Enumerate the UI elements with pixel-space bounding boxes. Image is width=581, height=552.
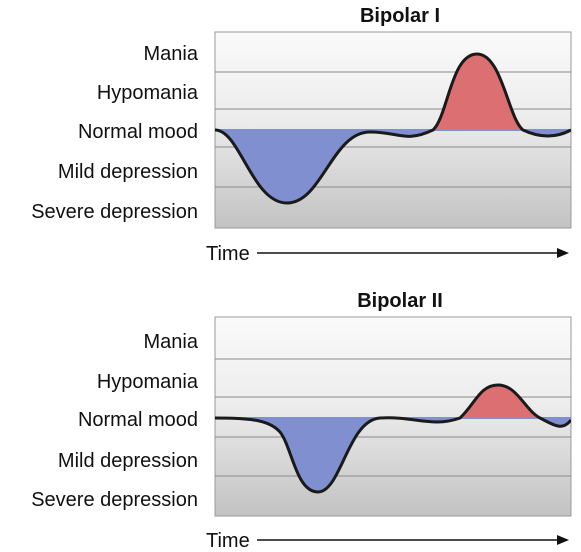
mood-curve: [215, 52, 571, 205]
level-label-mania: Mania: [144, 43, 199, 65]
panel-bipolar-1: Bipolar I Mania Hypomania Normal mood Mi…: [31, 5, 572, 265]
time-arrow-head: [557, 248, 569, 258]
time-label: Time: [206, 530, 250, 552]
time-label: Time: [206, 243, 250, 265]
panel-title: Bipolar II: [357, 290, 443, 312]
panel-bipolar-2: Bipolar II Mania Hypomania Normal mood M…: [31, 290, 572, 552]
level-label-severe-depression: Severe depression: [31, 489, 198, 511]
elevation-area: [433, 54, 523, 130]
level-label-mania: Mania: [144, 331, 199, 353]
level-label-hypomania: Hypomania: [97, 371, 199, 393]
time-arrow-head: [557, 535, 569, 545]
mood-level-labels: Mania Hypomania Normal mood Mild depress…: [31, 43, 199, 223]
level-label-mild-depression: Mild depression: [58, 161, 198, 183]
panel-title: Bipolar I: [360, 5, 440, 27]
depression-area: [215, 130, 433, 203]
level-label-normal-mood: Normal mood: [78, 409, 198, 431]
mood-curve: [215, 383, 571, 494]
level-label-normal-mood: Normal mood: [78, 121, 198, 143]
elevation-area: [460, 385, 540, 418]
level-label-severe-depression: Severe depression: [31, 201, 198, 223]
mood-level-labels: Mania Hypomania Normal mood Mild depress…: [31, 331, 199, 511]
depression-area: [215, 417, 460, 492]
time-axis: Time: [206, 243, 569, 265]
level-label-mild-depression: Mild depression: [58, 450, 198, 472]
time-axis: Time: [206, 530, 569, 552]
level-label-hypomania: Hypomania: [97, 82, 199, 104]
depression-area-tail: [540, 418, 571, 427]
